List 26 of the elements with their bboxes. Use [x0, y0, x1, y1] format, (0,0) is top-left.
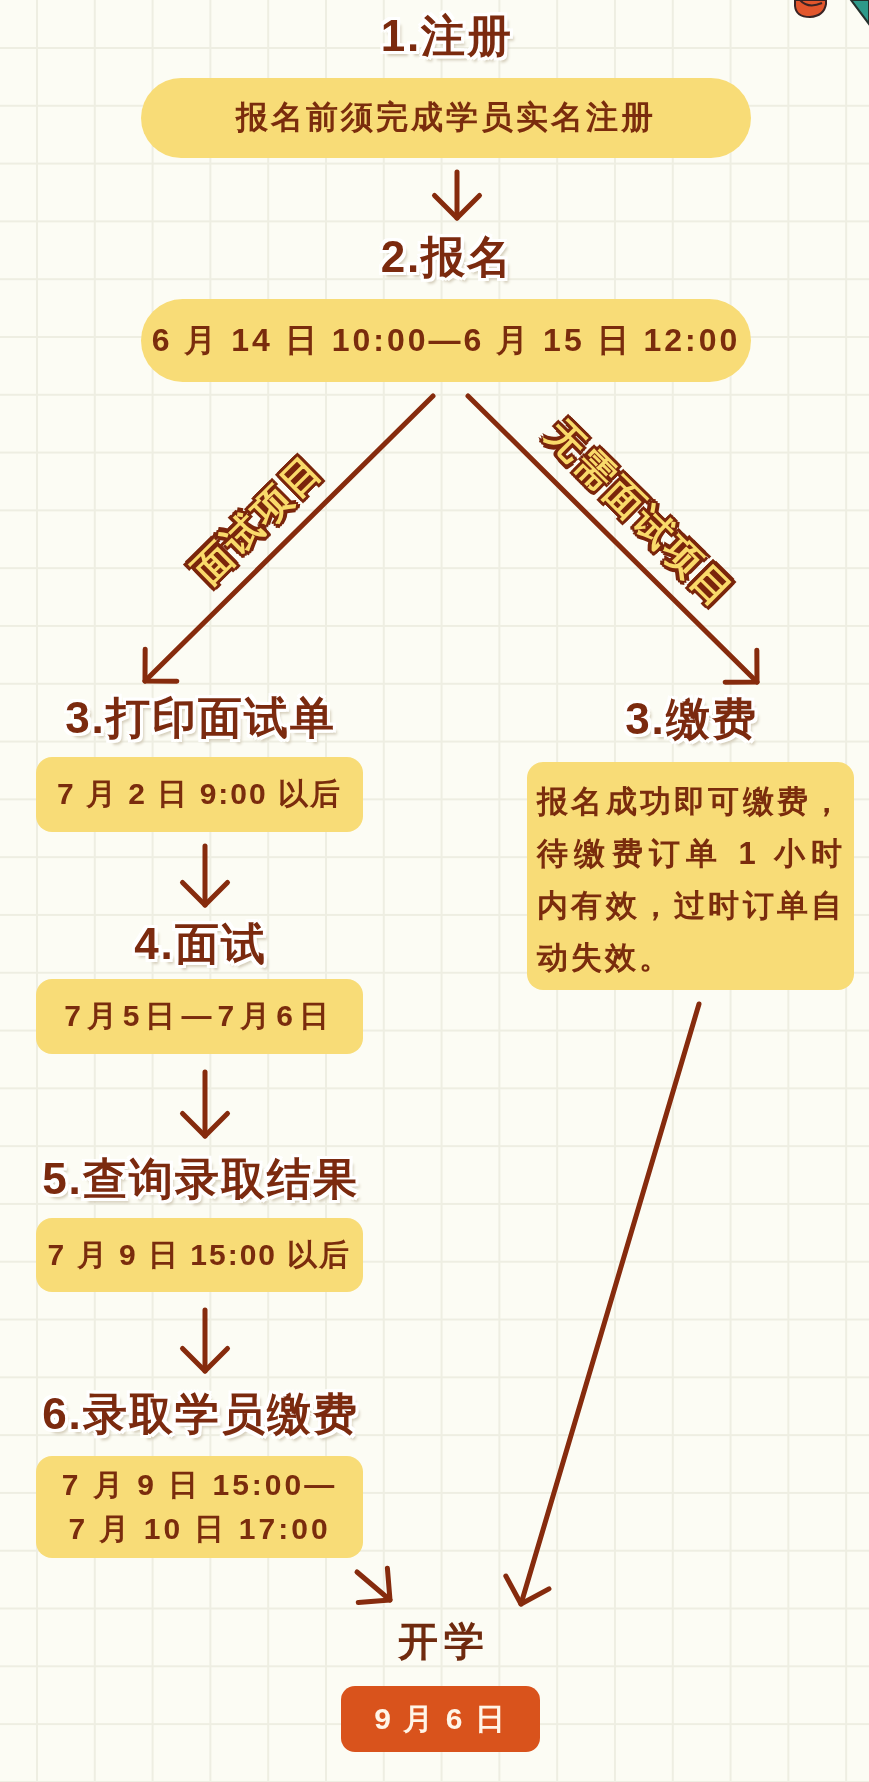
edge-label: 无需面试项目: [536, 411, 744, 618]
arrow: [503, 1001, 702, 1607]
arrow: [180, 1307, 230, 1374]
date-box: 7 月 9 日 15:00 以后: [36, 1218, 363, 1292]
note-box: 报名成功即可缴费，待缴费订单 1 小时内有效，过时订单自动失效。: [527, 762, 854, 990]
arrow: [465, 393, 760, 685]
arrow: [180, 1069, 230, 1139]
arrow: [180, 843, 230, 908]
date-badge: 9 月 6 日: [341, 1686, 540, 1752]
step-heading: 3.缴费: [624, 694, 758, 744]
edge-label: 面试项目: [183, 444, 332, 593]
step-heading: 5.查询录取结果: [41, 1154, 359, 1204]
step-heading: 3.打印面试单: [64, 693, 336, 743]
arrow: [432, 169, 482, 221]
step-heading: 4.面试: [133, 919, 267, 969]
arrow: [142, 393, 436, 684]
step-heading: 开学: [396, 1618, 490, 1664]
arrow: [354, 1565, 393, 1606]
step-heading: 1.注册: [379, 11, 514, 61]
date-box: 7月5日—7月6日: [36, 979, 363, 1054]
date-box: 7 月 2 日 9:00 以后: [36, 757, 363, 832]
date-box: 6 月 14 日 10:00—6 月 15 日 12:00: [141, 299, 751, 382]
date-box: 7 月 9 日 15:00—7 月 10 日 17:00: [36, 1456, 363, 1558]
step-heading: 6.录取学员缴费: [41, 1389, 359, 1439]
date-box: 报名前须完成学员实名注册: [141, 78, 751, 158]
step-heading: 2.报名: [379, 232, 514, 282]
